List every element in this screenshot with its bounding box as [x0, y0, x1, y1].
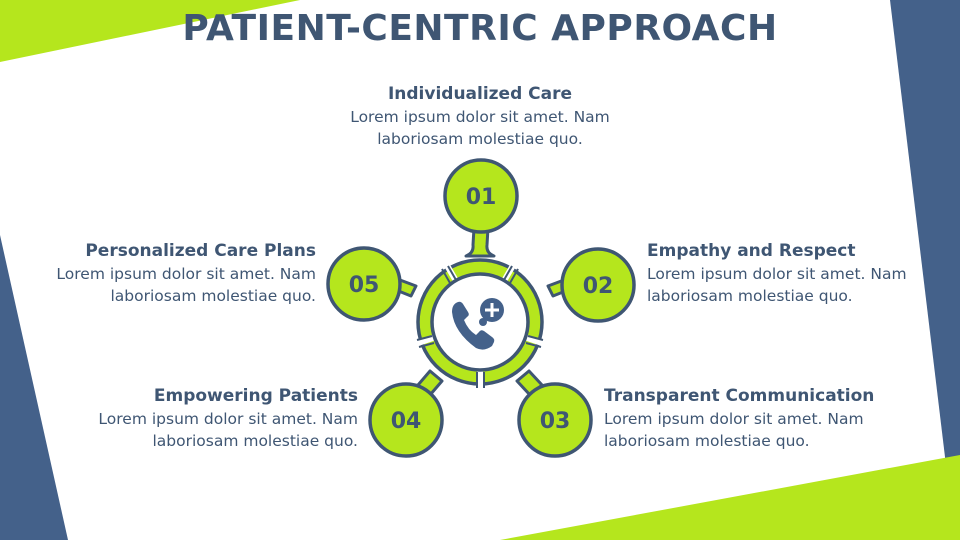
ring-gap-borders	[416, 265, 544, 388]
phone-plus-icon	[452, 298, 504, 350]
step-3-number: 03	[540, 409, 571, 434]
step-1-heading: Individualized Care	[387, 84, 573, 104]
step-5-node: 05	[326, 246, 402, 322]
step-2-node: 02	[560, 247, 636, 323]
step-2-description: Lorem ipsum dolor sit amet. Nam laborios…	[647, 265, 907, 305]
step-4-text: Empowering Patients Lorem ipsum dolor si…	[88, 384, 358, 452]
right-navy-band	[890, 0, 960, 540]
step-3-text: Transparent Communication Lorem ipsum do…	[604, 384, 874, 452]
step-3-heading: Transparent Communication	[604, 386, 875, 406]
step-4-heading: Empowering Patients	[153, 386, 358, 406]
step-1-text: Individualized Care Lorem ipsum dolor si…	[330, 82, 630, 150]
step-2-text: Empathy and Respect Lorem ipsum dolor si…	[647, 239, 917, 307]
left-navy-band	[0, 235, 68, 540]
page-title: PATIENT-CENTRIC APPROACH	[182, 8, 778, 49]
step-5-heading: Personalized Care Plans	[85, 241, 316, 261]
step-3-description: Lorem ipsum dolor sit amet. Nam laborios…	[604, 410, 864, 450]
step-5-number: 05	[349, 273, 380, 298]
bottom-green-band	[500, 455, 960, 540]
step-3-node: 03	[517, 382, 593, 458]
step-2-heading: Empathy and Respect	[647, 241, 856, 261]
top-left-green-band	[0, 0, 300, 62]
connector-1	[464, 226, 496, 258]
step-1-node: 01	[443, 158, 519, 234]
step-4-node: 04	[368, 382, 444, 458]
step-1-description: Lorem ipsum dolor sit amet. Nam laborios…	[350, 108, 610, 148]
step-1-number: 01	[466, 185, 497, 210]
step-4-number: 04	[391, 409, 422, 434]
step-2-number: 02	[583, 274, 614, 299]
step-5-text: Personalized Care Plans Lorem ipsum dolo…	[46, 239, 316, 307]
step-5-description: Lorem ipsum dolor sit amet. Nam laborios…	[56, 265, 316, 305]
step-4-description: Lorem ipsum dolor sit amet. Nam laborios…	[98, 410, 358, 450]
